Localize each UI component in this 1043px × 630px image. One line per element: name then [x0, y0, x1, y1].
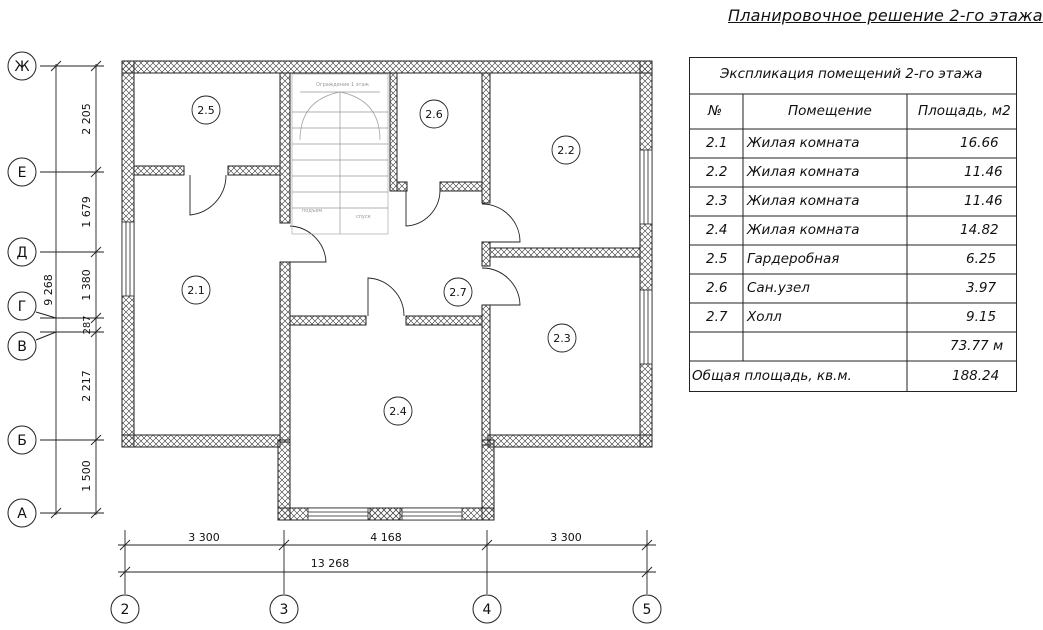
room-label-2-2: 2.2 [557, 144, 575, 157]
axis-bubble-2 [110, 594, 140, 624]
axis-bubble-a [7, 498, 37, 528]
column-axes [110, 594, 662, 624]
dim-v-4: 287 [82, 315, 93, 334]
table-subtotal: 73.77 м [950, 338, 1004, 354]
dim-h-3: 3 300 [550, 531, 582, 544]
stair-top-label: Ограждение 1 этаж [316, 82, 370, 88]
table-header-number: № [708, 103, 723, 119]
room-label-2-6: 2.6 [425, 108, 443, 121]
room-label-2-5: 2.5 [197, 104, 215, 117]
axis-label-a: А [17, 506, 27, 522]
axis-bubble-e [7, 157, 37, 187]
table-header-area: Площадь, м2 [918, 103, 1011, 119]
room-schedule-table [689, 57, 1017, 392]
dim-v-6: 1 500 [80, 460, 93, 492]
dim-h-1: 3 300 [188, 531, 220, 544]
room-marker-2-2 [551, 135, 581, 165]
dim-v-3: 1 380 [80, 269, 93, 301]
room-marker-2-7 [443, 277, 473, 307]
vertical-dimensions [40, 60, 104, 519]
room-marker-2-6 [419, 99, 449, 129]
axis-label-d: Д [17, 245, 28, 261]
dim-v-1: 2 205 [80, 103, 93, 135]
axis-label-3: 3 [280, 602, 289, 618]
row-axes [7, 51, 57, 528]
room-markers [181, 95, 581, 426]
dim-h-total: 13 268 [311, 557, 350, 570]
drawing-title: Планировочное решение 2-го этажа [728, 6, 1043, 25]
axis-label-v: В [17, 339, 27, 355]
stair-up-label: подъем [302, 208, 322, 214]
axis-label-4: 4 [483, 602, 492, 618]
dim-v-2: 1 679 [80, 196, 93, 228]
table-header-room: Помещение [788, 103, 872, 119]
room-label-2-1: 2.1 [187, 284, 205, 297]
windows [121, 149, 653, 521]
room-marker-2-1 [181, 275, 211, 305]
axis-label-2: 2 [121, 602, 130, 618]
room-label-2-7: 2.7 [449, 286, 467, 299]
room-marker-2-5 [191, 95, 221, 125]
room-label-2-3: 2.3 [553, 332, 571, 345]
dim-h-2: 4 168 [370, 531, 402, 544]
axis-label-b: Б [17, 433, 27, 449]
axis-bubble-b [7, 425, 37, 455]
table-title: Экспликация помещений 2-го этажа [720, 66, 983, 82]
axis-bubble-3 [269, 594, 299, 624]
room-label-2-4: 2.4 [389, 405, 407, 418]
axis-bubble-v [7, 331, 37, 361]
dim-v-total: 9 268 [42, 274, 55, 306]
table-total-label: Общая площадь, кв.м. [692, 368, 852, 384]
dim-v-5: 2 217 [80, 370, 93, 402]
room-marker-2-4 [383, 396, 413, 426]
axis-label-zh: Ж [14, 59, 29, 75]
staircase: Ограждение 1 этаж подъем спуск [291, 73, 389, 235]
axis-bubble-g [7, 291, 37, 321]
stair-down-label: спуск [356, 214, 371, 220]
axis-bubble-4 [472, 594, 502, 624]
doors [189, 174, 521, 317]
axis-label-5: 5 [643, 602, 652, 618]
axis-bubble-d [7, 237, 37, 267]
room-marker-2-3 [547, 323, 577, 353]
axis-label-g: Г [18, 299, 27, 315]
table-total-value: 188.24 [952, 368, 1000, 384]
horizontal-dimensions [118, 530, 656, 594]
axis-label-e: Е [18, 165, 27, 181]
axis-bubble-zh [7, 51, 37, 81]
axis-bubble-5 [632, 594, 662, 624]
